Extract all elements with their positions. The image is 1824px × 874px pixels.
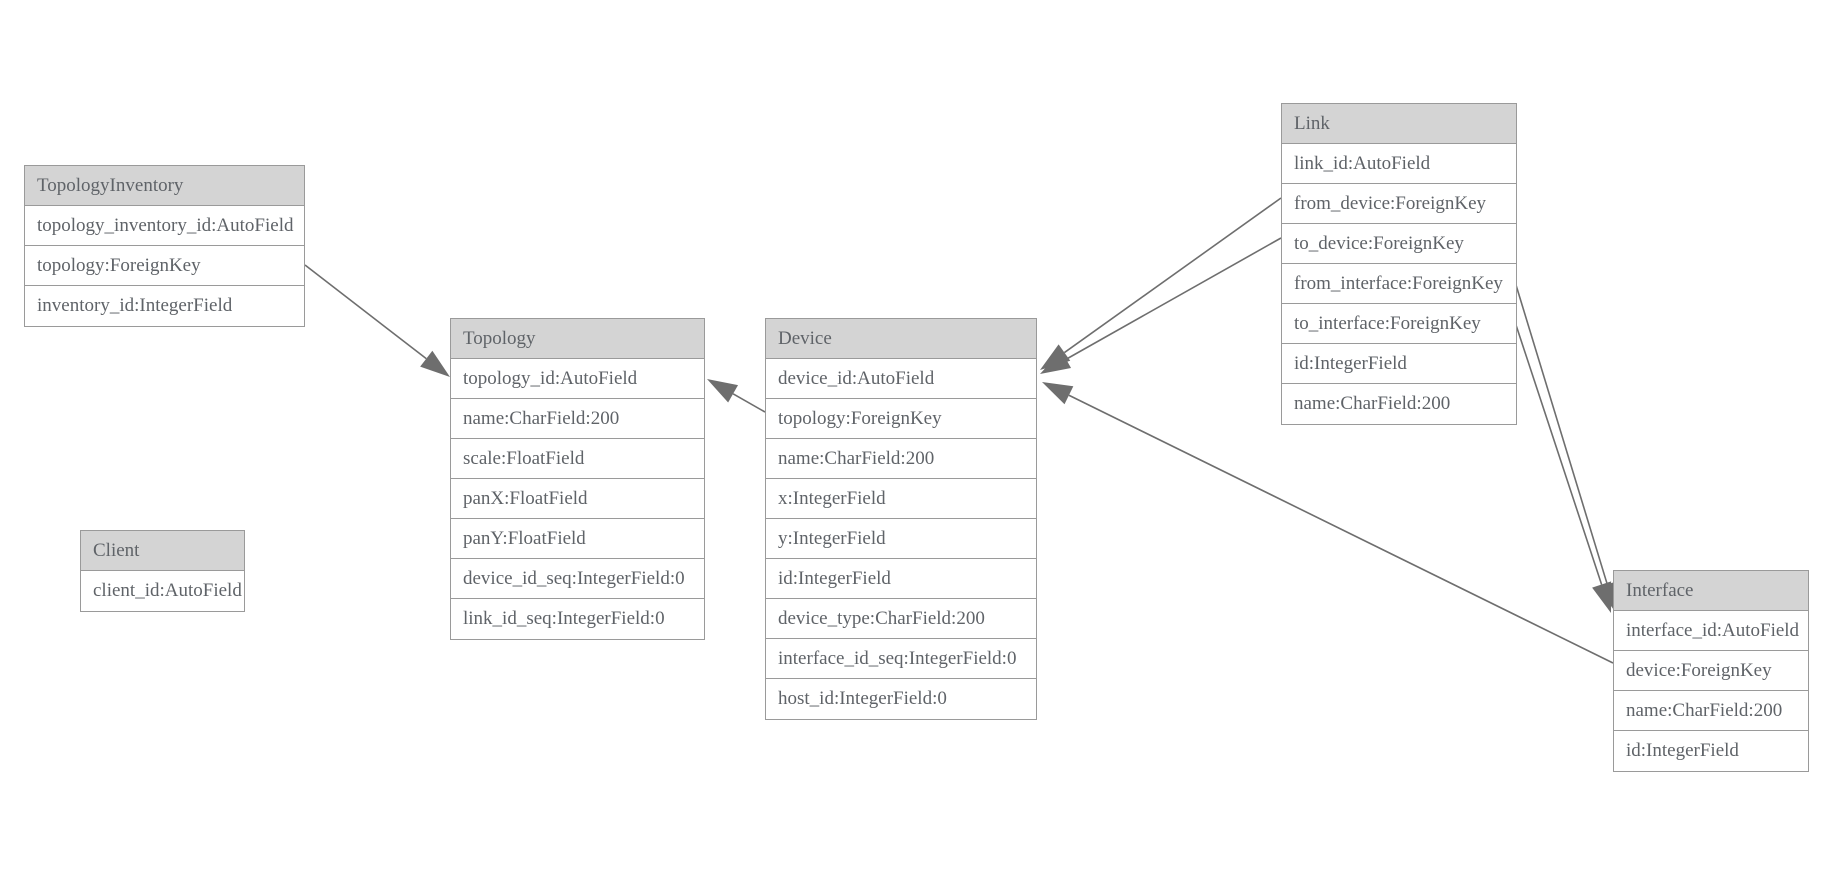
entity-field-row[interactable]: host_id:IntegerField:0	[778, 688, 947, 709]
relationship-line	[1063, 197, 1282, 354]
entity-field-row[interactable]: name:CharField:200	[766, 439, 1036, 479]
entity-field-row[interactable]: name:CharField:200	[1614, 691, 1808, 731]
entity-field-row[interactable]: inventory_id:IntegerField	[37, 295, 233, 316]
relationship-line	[732, 393, 766, 413]
entity-title-topology-inventory: TopologyInventory	[25, 166, 304, 206]
entity-field-row[interactable]: y:IntegerField	[766, 519, 1036, 559]
relationship-arrowhead	[707, 379, 739, 403]
relationship-line	[1515, 284, 1609, 585]
entity-field-row[interactable]: to_device:ForeignKey	[1282, 224, 1516, 264]
relationship-link-from-device	[1040, 197, 1282, 370]
entity-field-row[interactable]: id:IntegerField	[1626, 740, 1739, 761]
relationship-link-to-interface	[1515, 324, 1612, 613]
entity-field-row[interactable]: panX:FloatField	[451, 479, 704, 519]
entity-field-row[interactable]: link_id_seq:IntegerField:0	[463, 608, 665, 629]
relationship-line	[1068, 394, 1614, 664]
entity-title-device: Device	[766, 319, 1036, 359]
relationship-link-from-interface	[1515, 284, 1617, 613]
relationship-arrowhead	[1042, 382, 1074, 405]
entity-field-row[interactable]: panY:FloatField	[451, 519, 704, 559]
entity-field-row[interactable]: to_interface:ForeignKey	[1282, 304, 1516, 344]
entity-field-row[interactable]: topology_inventory_id:AutoField	[25, 206, 304, 246]
entity-field-row[interactable]: topology_id:AutoField	[451, 359, 704, 399]
entity-title-topology: Topology	[451, 319, 704, 359]
relationship-line	[1065, 237, 1282, 360]
relationship-device-topology	[707, 379, 766, 413]
entity-field-row[interactable]: from_device:ForeignKey	[1282, 184, 1516, 224]
relationship-topologyinventory-topology	[304, 264, 450, 377]
relationship-arrowhead	[1040, 350, 1072, 374]
entity-field-row[interactable]: id:IntegerField	[1282, 344, 1516, 384]
entity-field-row[interactable]: scale:FloatField	[451, 439, 704, 479]
relationship-link-to-device	[1040, 237, 1282, 374]
entity-field-row[interactable]: device_type:CharField:200	[766, 599, 1036, 639]
entity-field-row[interactable]: device_id:AutoField	[766, 359, 1036, 399]
entity-field-row[interactable]: name:CharField:200	[1294, 393, 1451, 414]
entity-field-row[interactable]: device_id_seq:IntegerField:0	[451, 559, 704, 599]
entity-title-client: Client	[81, 531, 244, 571]
entity-field-row[interactable]: interface_id:AutoField	[1614, 611, 1808, 651]
relationship-arrowhead	[420, 350, 450, 377]
entity-field-row[interactable]: id:IntegerField	[766, 559, 1036, 599]
relationship-line	[304, 264, 427, 360]
entity-client[interactable]: Client client_id:AutoField	[80, 530, 245, 612]
entity-field-row[interactable]: link_id:AutoField	[1282, 144, 1516, 184]
entity-title-interface: Interface	[1614, 571, 1808, 611]
relationship-line	[1515, 324, 1603, 585]
relationship-arrowhead	[1592, 581, 1612, 613]
entity-field-row[interactable]: client_id:AutoField	[93, 580, 242, 601]
entity-field-row[interactable]: topology:ForeignKey	[766, 399, 1036, 439]
entity-field-row[interactable]: device:ForeignKey	[1614, 651, 1808, 691]
entity-fields-client: client_id:AutoField	[81, 571, 244, 611]
entity-field-row[interactable]: interface_id_seq:IntegerField:0	[766, 639, 1036, 679]
entity-field-row[interactable]: from_interface:ForeignKey	[1282, 264, 1516, 304]
entity-title-link: Link	[1282, 104, 1516, 144]
relationship-arrowhead	[1040, 344, 1071, 370]
entity-field-row[interactable]: x:IntegerField	[766, 479, 1036, 519]
entity-field-row[interactable]: name:CharField:200	[451, 399, 704, 439]
entity-field-row[interactable]: topology:ForeignKey	[25, 246, 304, 286]
